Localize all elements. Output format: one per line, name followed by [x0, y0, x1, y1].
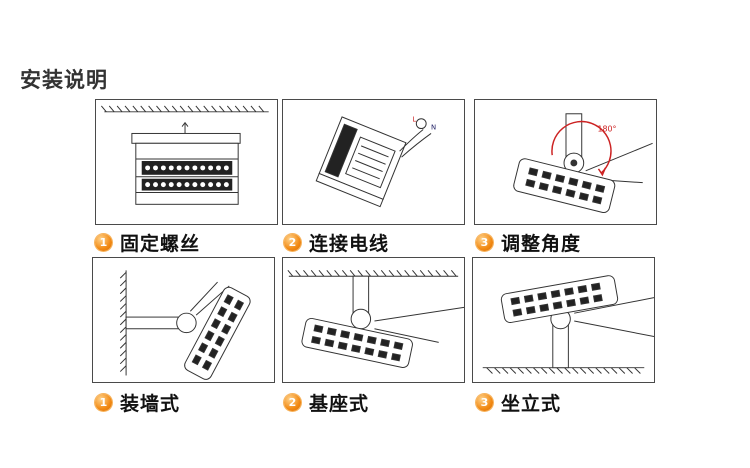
ceiling-hatch	[100, 105, 265, 113]
page-title: 安装说明	[20, 68, 108, 92]
step-label: 固定螺丝	[120, 232, 201, 255]
step-label: 坐立式	[501, 392, 562, 415]
panel-base-mount	[282, 257, 465, 383]
adjust-angle-illustration: 180°	[513, 113, 653, 214]
step-number-badge: 2	[284, 393, 301, 411]
step-number-badge: 3	[476, 393, 493, 411]
step-label: 装墙式	[120, 392, 181, 415]
base-mount-illustration	[287, 270, 464, 368]
step-number-badge: 1	[95, 233, 112, 251]
step-number-badge: 3	[476, 233, 493, 251]
panel-wall-mount	[92, 257, 275, 383]
step-number-badge: 1	[95, 393, 112, 411]
panel-connect-wires: L N	[282, 99, 465, 225]
step-label: 连接电线	[309, 232, 390, 255]
connect-wires-illustration: L N	[315, 116, 436, 208]
panel-fix-screws	[95, 99, 278, 225]
step-caption-wall-mount: 1 装墙式	[95, 389, 180, 415]
panel-adjust-angle: 180°	[474, 99, 657, 225]
floor-stand-illustration	[482, 275, 654, 374]
step-caption-fix-screws: 1 固定螺丝	[95, 229, 200, 255]
step-caption-floor-stand: 3 坐立式	[476, 389, 561, 415]
angle-label: 180°	[597, 124, 616, 133]
wall-mount-illustration	[119, 270, 251, 380]
step-label: 调整角度	[501, 232, 582, 255]
step-number-badge: 2	[284, 233, 301, 251]
step-caption-connect-wires: 2 连接电线	[284, 229, 389, 255]
panel-floor-stand	[472, 257, 655, 383]
wire-label-n: N	[431, 124, 436, 132]
step-caption-adjust-angle: 3 调整角度	[476, 229, 581, 255]
wire-label-l: L	[412, 116, 416, 124]
step-label: 基座式	[309, 392, 370, 415]
step-caption-base-mount: 2 基座式	[284, 389, 369, 415]
fix-screws-illustration	[100, 105, 269, 205]
